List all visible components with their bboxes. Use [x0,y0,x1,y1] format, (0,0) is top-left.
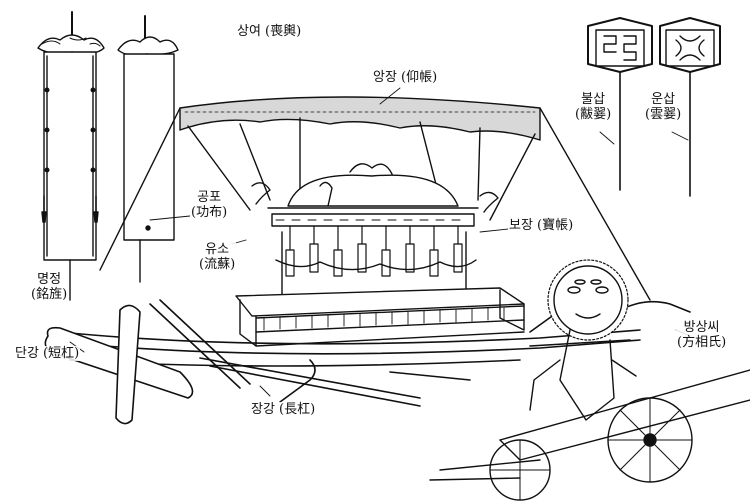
label-bulsap-korean: 불삽 [581,92,606,107]
label-janggang: 장강 (長杠) [250,402,317,417]
label-bulsap: 불삽 (黻翣) [574,92,613,122]
label-angjang-text: 앙장 (仰帳) [373,70,438,85]
label-yuso-hanja: (流蘇) [199,257,236,272]
label-gongpo-korean: 공포 [197,190,222,205]
label-bulsap-hanja: (黻翣) [575,107,612,122]
label-bangsangssi-korean: 방상씨 [683,320,720,335]
label-bangsangssi: 방상씨 (方相氏) [676,320,728,350]
label-myeongjeong-korean: 명정 [37,272,62,287]
unsap-fan [659,17,721,197]
label-gongpo: 공포 (功布) [190,190,229,220]
label-myeongjeong: 명정 (銘旌) [30,272,69,302]
label-unsap: 운삽 (雲翣) [644,92,683,122]
label-unsap-hanja: (雲翣) [645,107,682,122]
label-sangyeo-text: 상여 (喪輿) [237,24,302,39]
label-unsap-korean: 운삽 [651,92,676,107]
bangsangssi-figure [529,259,637,421]
gongpo-banner [117,15,179,283]
label-yuso: 유소 (流蘇) [198,242,237,272]
label-bojang-text: 보장 (寶帳) [509,218,574,233]
label-gongpo-hanja: (功布) [191,205,228,220]
label-bangsangssi-hanja: (方相氏) [677,335,727,350]
label-bojang: 보장 (寶帳) [508,218,575,233]
label-myeongjeong-hanja: (銘旌) [31,287,68,302]
myeongjeong-banner [37,11,105,301]
label-angjang: 앙장 (仰帳) [372,70,439,85]
label-janggang-text: 장강 (長杠) [251,402,316,417]
cart [429,369,750,501]
bulsap-fan [587,17,653,191]
label-sangyeo: 상여 (喪輿) [236,24,303,39]
label-dangang-text: 단강 (短杠) [15,346,80,361]
leader-lines [69,87,691,397]
label-yuso-korean: 유소 [205,242,230,257]
palanquin-house [251,163,499,301]
bier-base [235,287,525,347]
label-dangang: 단강 (短杠) [14,346,81,361]
